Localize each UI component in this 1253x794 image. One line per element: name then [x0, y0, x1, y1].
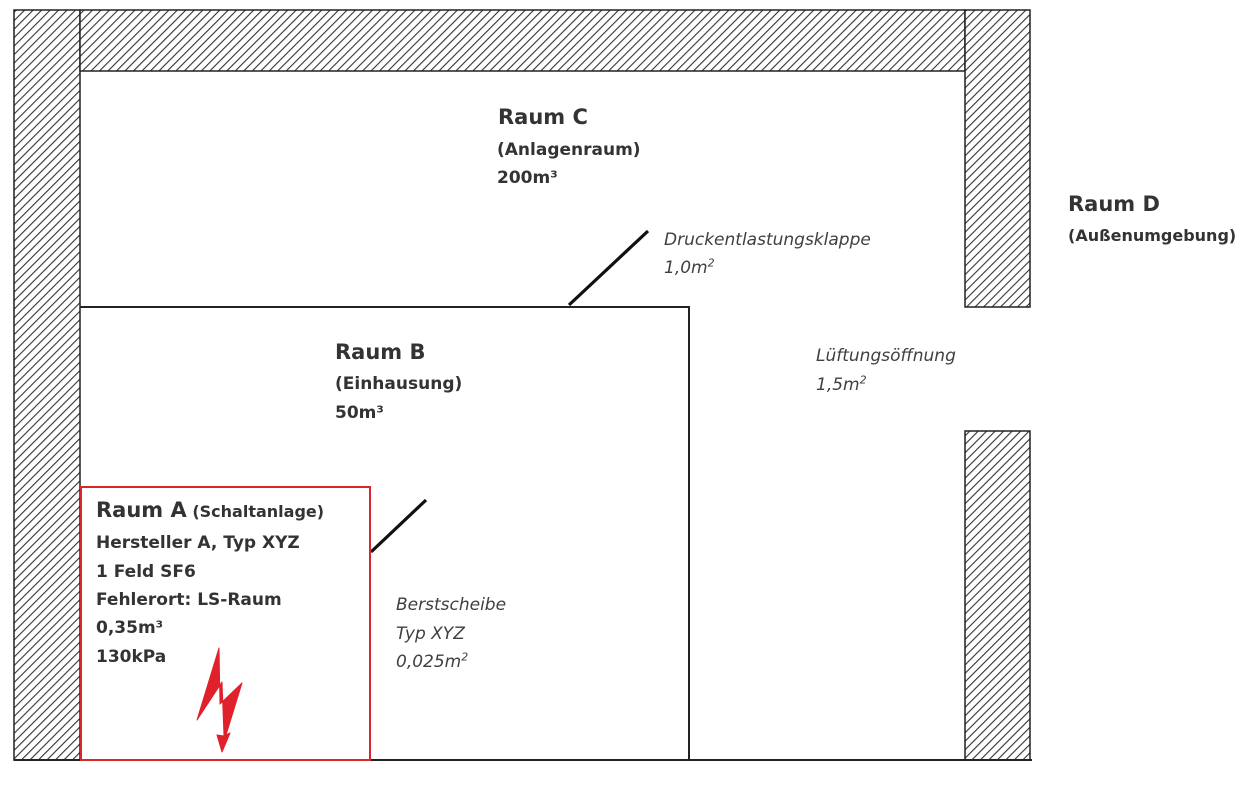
lightning-icon — [196, 647, 243, 753]
room-c-desc: (Anlagenraum) — [497, 140, 641, 160]
pressure-flap-name: Druckentlastungsklappe — [664, 230, 871, 250]
room-a-volume: 0,35m³ — [96, 618, 164, 638]
wall-left — [13, 9, 81, 761]
vent-opening-area: 1,5m2 — [816, 373, 867, 396]
wall-right-lower — [964, 430, 1031, 761]
burst-disc-area-exp: 2 — [461, 650, 469, 664]
burst-disc-line — [369, 498, 428, 554]
pressure-flap-area-value: 1,0m — [664, 258, 708, 278]
room-b-name: Raum B — [335, 340, 426, 364]
pressure-flap-line — [567, 229, 650, 307]
room-b-desc: (Einhausung) — [335, 374, 463, 394]
pressure-flap-area-exp: 2 — [707, 256, 715, 270]
burst-disc-area: 0,025m2 — [396, 650, 469, 673]
room-a-name-suffix: (Schaltanlage) — [192, 502, 325, 521]
room-a-title: Raum A (Schaltanlage) — [96, 497, 324, 523]
burst-disc-name: Berstscheibe — [396, 595, 507, 615]
room-a-fields: 1 Feld SF6 — [96, 562, 196, 582]
wall-top — [79, 9, 966, 72]
burst-disc-type: Typ XYZ — [396, 624, 465, 644]
wall-right-upper — [964, 9, 1031, 308]
vent-opening-area-exp: 2 — [859, 373, 867, 387]
burst-disc-area-value: 0,025m — [396, 652, 462, 672]
room-a-fault-location: Fehlerort: LS-Raum — [96, 590, 282, 610]
room-a-name: Raum A — [96, 498, 187, 522]
room-a-pressure: 130kPa — [96, 647, 167, 667]
room-c-name: Raum C — [498, 105, 588, 129]
room-c-volume: 200m³ — [497, 168, 558, 188]
room-b-enclosure — [80, 306, 690, 760]
vent-opening-name: Lüftungsöffnung — [816, 346, 956, 366]
room-d-name: Raum D — [1068, 192, 1160, 216]
room-b-volume: 50m³ — [335, 403, 384, 423]
vent-opening-area-value: 1,5m — [816, 375, 860, 395]
room-d-desc: (Außenumgebung) — [1068, 226, 1237, 245]
pressure-flap-area: 1,0m2 — [664, 256, 715, 279]
room-a-manufacturer: Hersteller A, Typ XYZ — [96, 533, 300, 553]
